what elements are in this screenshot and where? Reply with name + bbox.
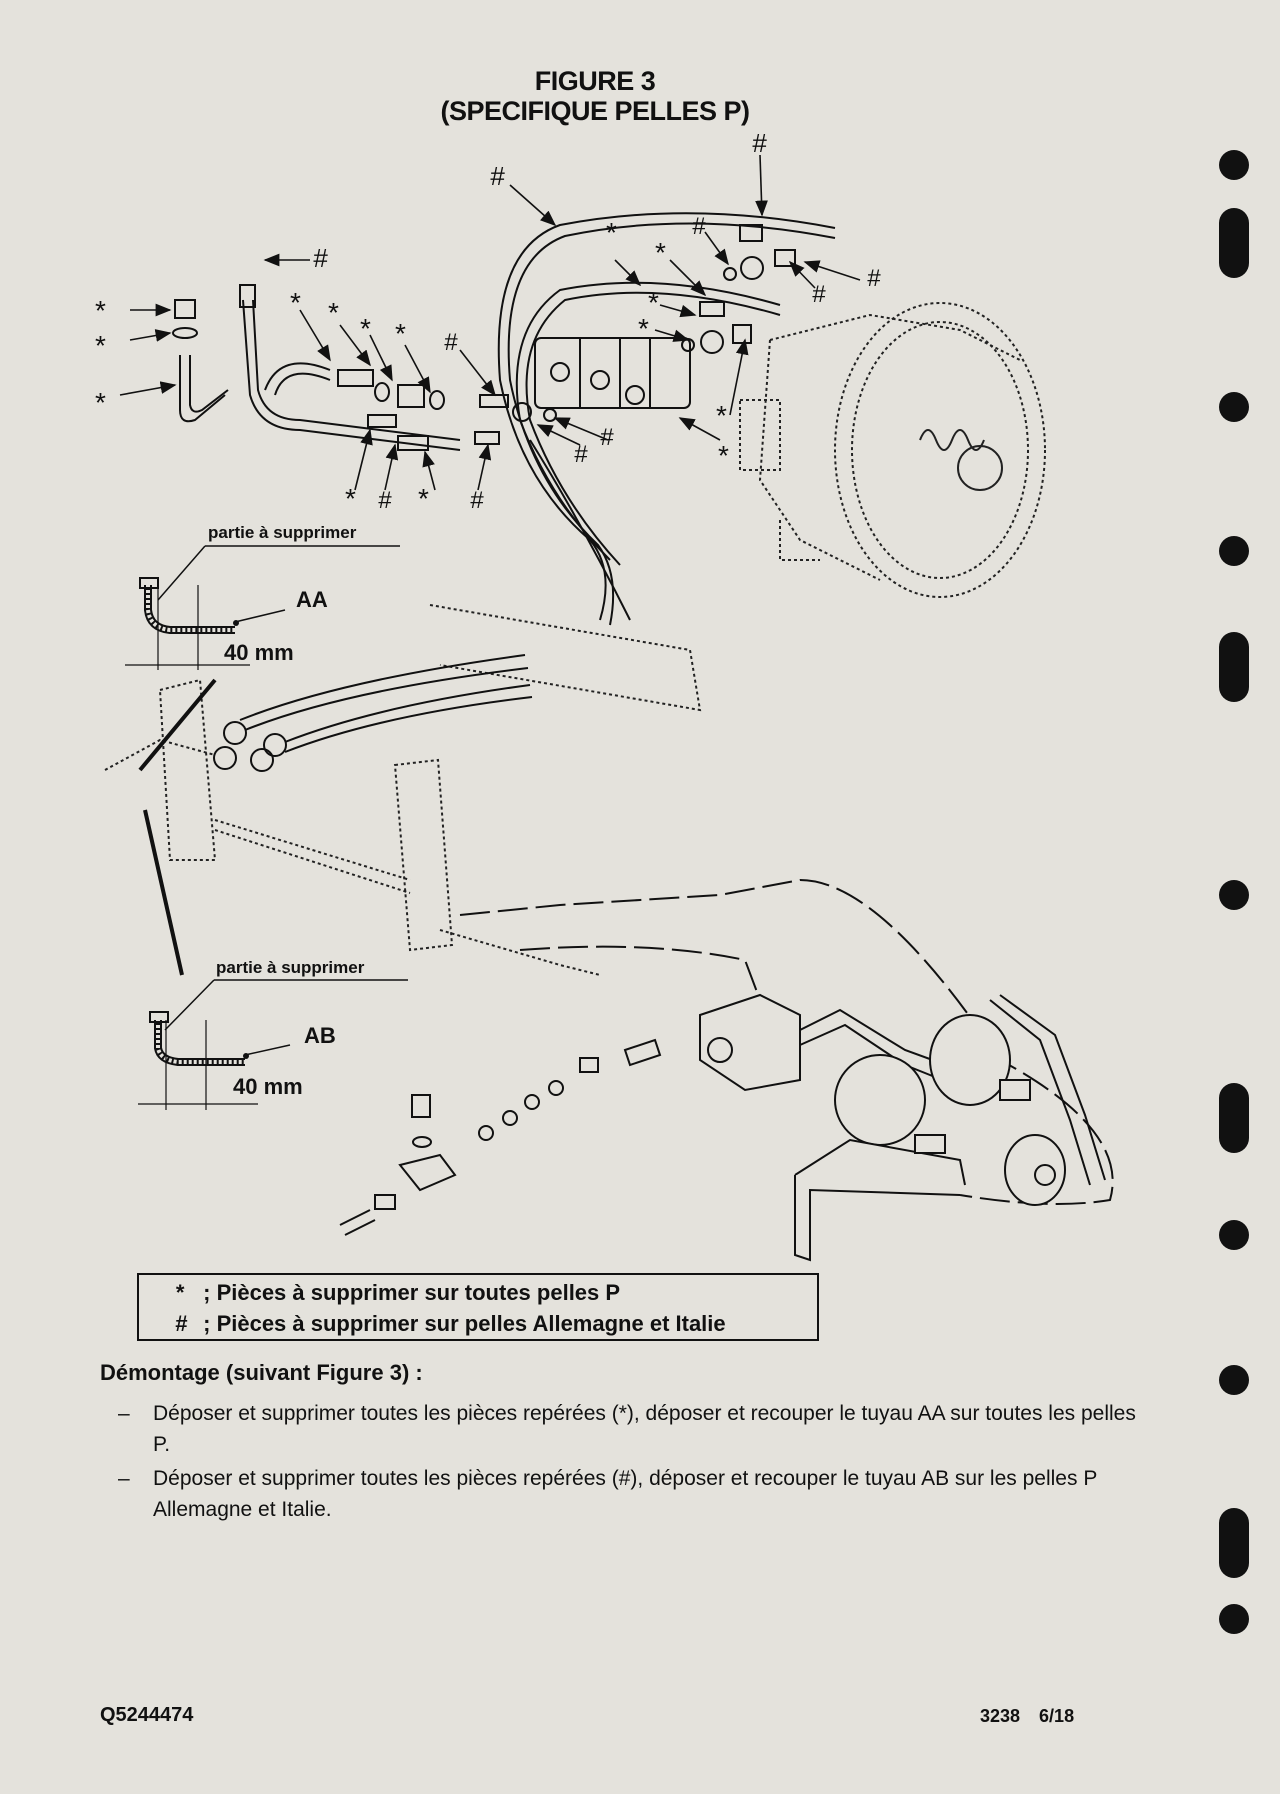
hoses-lower: [213, 654, 1114, 1205]
punch-hole: [1219, 1365, 1249, 1395]
callout-hash: #: [600, 424, 614, 451]
page-info: 3238 6/18: [980, 1706, 1075, 1726]
procedure-steps: – Déposer et supprimer toutes les pièces…: [118, 1398, 1138, 1528]
callout-star: *: [345, 483, 356, 514]
callout-star: *: [95, 330, 106, 361]
callout-star: *: [395, 318, 406, 349]
legend-hash-row: # ; Pièces à supprimer sur pelles Allema…: [175, 1308, 817, 1339]
detail-aa-caption: partie à supprimer: [208, 523, 357, 542]
callout-hash: #: [490, 161, 505, 191]
left-pipe-assembly: [172, 284, 557, 451]
procedure-step: – Déposer et supprimer toutes les pièces…: [118, 1398, 1138, 1460]
figure-title-line1: FIGURE 3: [534, 66, 656, 96]
punch-hole: [1219, 1508, 1249, 1578]
callout-hash: #: [378, 487, 392, 514]
callout-star: *: [655, 237, 666, 268]
punch-hole: [1219, 392, 1249, 422]
figure-title: FIGURE 3 (SPECIFIQUE PELLES P): [0, 66, 1190, 126]
legend-star-row: * ; Pièces à supprimer sur toutes pelles…: [175, 1277, 817, 1308]
callout-star: *: [638, 313, 649, 344]
callout-star: *: [290, 287, 301, 318]
detail-ab-dimension: 40 mm: [233, 1074, 303, 1099]
leader-line: [138, 678, 217, 772]
callout-hash: #: [444, 329, 458, 356]
brake-valve-assembly: [699, 993, 1066, 1262]
gear-pump: [534, 337, 691, 409]
callouts: [119, 154, 861, 491]
frame-lower: [104, 604, 702, 976]
punch-hole: [1219, 1220, 1249, 1250]
figure-title-line2: (SPECIFIQUE PELLES P): [440, 96, 750, 126]
callout-star: *: [718, 440, 729, 471]
detail-ab-label: AB: [304, 1023, 336, 1048]
detail-aa: partie à supprimer AA 40 mm: [125, 523, 400, 670]
legend-star-symbol: *: [175, 1280, 184, 1305]
legend-box: * ; Pièces à supprimer sur toutes pelles…: [137, 1273, 819, 1341]
callout-star: *: [328, 297, 339, 328]
punch-hole: [1219, 632, 1249, 702]
detail-ab: partie à supprimer AB 40 mm: [138, 958, 408, 1110]
engine-housing: [739, 302, 1046, 598]
callout-star: *: [606, 217, 617, 248]
callout-star: *: [716, 400, 727, 431]
callout-star: *: [95, 387, 106, 418]
callout-star: *: [360, 313, 371, 344]
callout-star: *: [418, 483, 429, 514]
step-dash: –: [118, 1467, 130, 1490]
coupling-spring: [919, 429, 1003, 491]
punch-hole: [1219, 150, 1249, 180]
callout-hash: #: [313, 243, 328, 273]
punch-hole: [1219, 880, 1249, 910]
punch-hole: [1219, 208, 1249, 278]
punch-hole: [1219, 1604, 1249, 1634]
procedure-title: Démontage (suivant Figure 3) :: [100, 1360, 423, 1385]
legend-hash-text: ; Pièces à supprimer sur pelles Allemagn…: [203, 1311, 726, 1336]
callout-hash: #: [752, 128, 767, 158]
step-dash: –: [118, 1402, 130, 1425]
step-text: Déposer et supprimer toutes les pièces r…: [153, 1467, 1097, 1521]
callout-star: *: [95, 295, 106, 326]
legend-star-text: ; Pièces à supprimer sur toutes pelles P: [203, 1280, 621, 1305]
callout-hash: #: [867, 265, 881, 292]
detail-ab-caption: partie à supprimer: [216, 958, 365, 977]
leader-line: [143, 809, 184, 976]
lower-fittings: [339, 1038, 662, 1236]
hydraulic-diagram: # # # # # # # # # # # * * * * * * * * * …: [95, 128, 1114, 1262]
callout-hash: #: [692, 213, 706, 240]
callout-hash: #: [812, 281, 826, 308]
detail-aa-dimension: 40 mm: [224, 640, 294, 665]
callout-hash: #: [470, 487, 484, 514]
punch-hole: [1219, 536, 1249, 566]
callout-hash: #: [574, 441, 588, 468]
callout-star: *: [648, 287, 659, 318]
legend-hash-symbol: #: [175, 1311, 188, 1336]
callout-text: # # # # # # # # # # # * * * * * * * * * …: [95, 128, 881, 514]
detail-aa-label: AA: [296, 587, 328, 612]
procedure-step: – Déposer et supprimer toutes les pièces…: [118, 1463, 1138, 1525]
punch-hole: [1219, 1083, 1249, 1153]
hoses-upper: [497, 212, 836, 626]
step-text: Déposer et supprimer toutes les pièces r…: [153, 1402, 1136, 1456]
doc-number: Q5244474: [100, 1704, 194, 1726]
